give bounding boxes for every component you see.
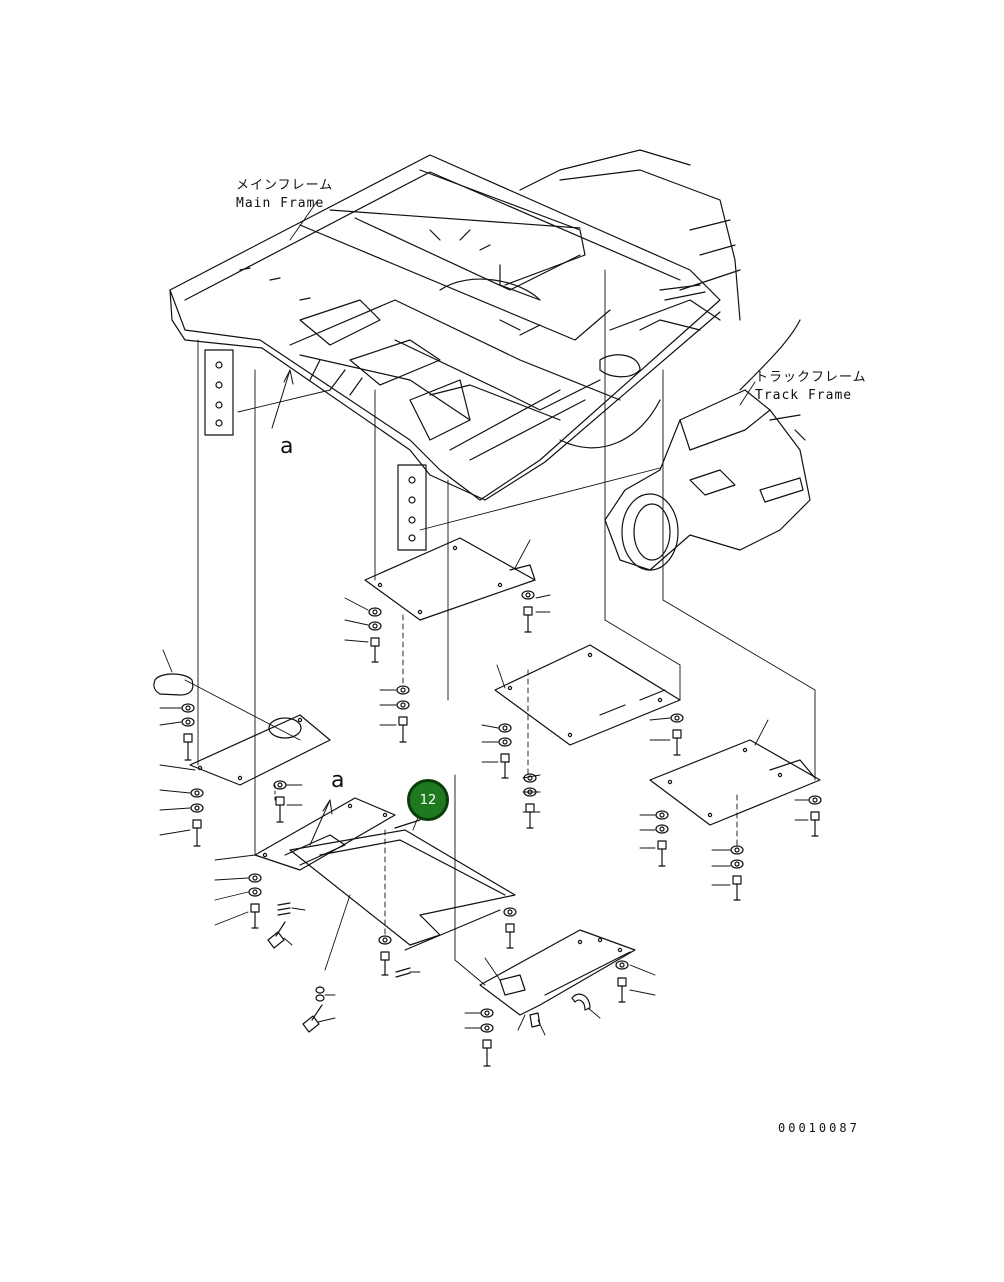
assembly-lines <box>184 199 816 986</box>
hardware-parts <box>153 590 822 1067</box>
part-callout-badge[interactable]: 12 <box>407 779 449 821</box>
front-bracket-left <box>204 349 234 436</box>
cover-plate-7 <box>479 929 636 1016</box>
cover-plate-6 <box>289 819 516 951</box>
view-arrows <box>271 369 333 846</box>
track-frame-label-en: Track Frame <box>755 388 853 403</box>
main-frame-label-jp: メインフレーム <box>236 178 334 193</box>
part-callout-number: 12 <box>419 792 437 808</box>
cover-plate-2 <box>494 644 681 746</box>
view-a-label-bottom: a <box>331 768 345 793</box>
track-frame <box>604 319 811 571</box>
drawing-number: 00010087 <box>778 1121 860 1135</box>
view-a-label-top: a <box>280 434 294 459</box>
leader-lines <box>159 539 809 1036</box>
cover-plate-3 <box>649 739 821 826</box>
cover-plate-1 <box>364 537 536 621</box>
cover-plate-4 <box>189 714 331 786</box>
main-frame <box>169 149 741 501</box>
front-bracket-center <box>397 464 427 551</box>
cover-plate-5 <box>254 797 396 871</box>
track-frame-label-jp: トラックフレーム <box>755 370 867 385</box>
main-frame-label-en: Main Frame <box>236 196 325 211</box>
